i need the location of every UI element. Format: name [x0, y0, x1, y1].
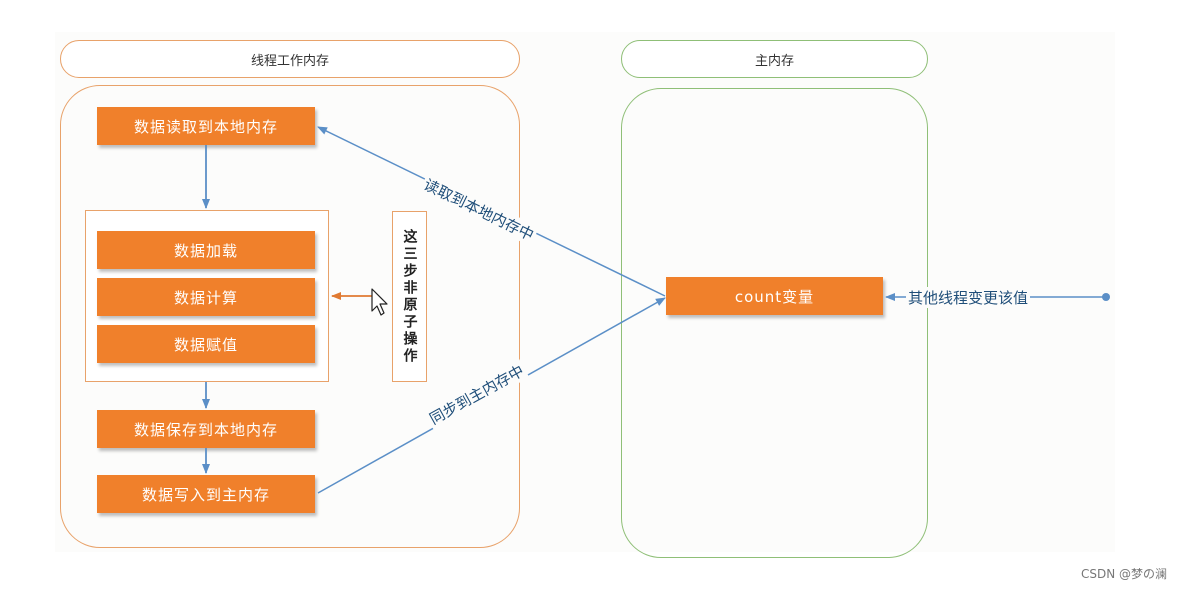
save-to-local-box: 数据保存到本地内存: [97, 410, 315, 448]
other-thread-edge-label: 其他线程变更该值: [906, 287, 1031, 308]
write-to-main-box: 数据写入到主内存: [97, 475, 315, 513]
load-label: 数据加载: [173, 241, 238, 260]
save-to-local-label: 数据保存到本地内存: [133, 420, 278, 439]
compute-label: 数据计算: [173, 288, 238, 307]
thread-memory-panel: [60, 85, 520, 548]
compute-box: 数据计算: [97, 278, 315, 316]
main-memory-header: 主内存: [621, 40, 928, 78]
read-to-local-box: 数据读取到本地内存: [97, 107, 315, 145]
non-atomic-note: 这三步非原子操作: [392, 211, 427, 382]
mouse-cursor-icon: [371, 288, 388, 316]
non-atomic-note-text: 这三步非原子操作: [401, 228, 418, 365]
assign-label: 数据赋值: [173, 335, 238, 354]
thread-memory-header: 线程工作内存: [60, 40, 520, 78]
count-variable-box: count变量: [666, 277, 883, 315]
read-to-local-label: 数据读取到本地内存: [133, 117, 278, 136]
count-variable-label: count变量: [734, 287, 815, 306]
assign-box: 数据赋值: [97, 325, 315, 363]
other-thread-origin-dot: [1102, 293, 1110, 301]
csdn-watermark: CSDN @梦の澜: [1080, 567, 1167, 581]
load-box: 数据加载: [97, 231, 315, 269]
main-memory-title: 主内存: [754, 53, 794, 69]
thread-memory-title: 线程工作内存: [250, 53, 329, 69]
write-to-main-label: 数据写入到主内存: [141, 485, 270, 504]
